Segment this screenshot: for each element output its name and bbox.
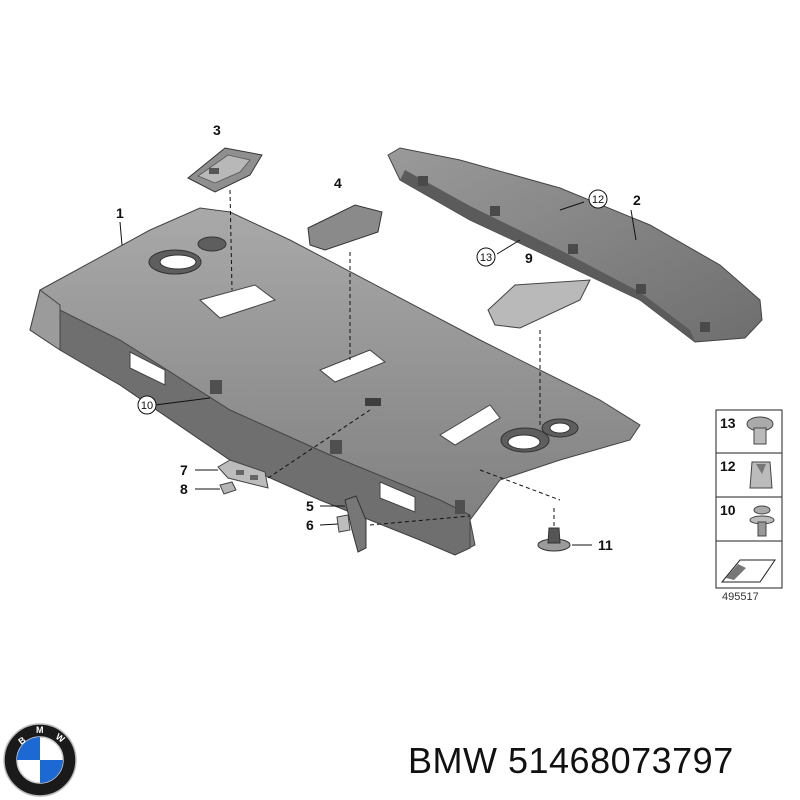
svg-text:B: B <box>16 734 27 746</box>
legend-item-13: 13 <box>720 415 736 431</box>
callout-9: 9 <box>525 250 533 266</box>
clip-13-icon <box>746 416 774 445</box>
push-nut-part-11 <box>537 527 571 552</box>
legend-item-12: 12 <box>720 458 736 474</box>
reference-arrow-icon <box>720 559 776 583</box>
fastener-legend: 13 12 10 495517 <box>715 409 783 603</box>
clip-10-icon <box>749 505 775 537</box>
callout-3: 3 <box>213 122 221 138</box>
callout-10: 10 <box>141 400 153 412</box>
callout-6: 6 <box>306 517 314 533</box>
callout-11: 11 <box>598 537 613 553</box>
bmw-logo: B M W <box>3 723 77 797</box>
callout-4: 4 <box>334 175 342 191</box>
callout-5: 5 <box>306 498 314 514</box>
diagram-id: 495517 <box>722 591 759 603</box>
callout-7: 7 <box>180 462 188 478</box>
leader-lines <box>119 189 637 546</box>
clip-12-icon <box>749 461 773 489</box>
bracket-part-6 <box>336 514 351 533</box>
cover-plate-part-9 <box>487 279 591 329</box>
parcel-shelf-part <box>29 207 641 556</box>
callout-8: 8 <box>180 481 188 497</box>
clip-part-8 <box>219 481 237 495</box>
callout-13: 13 <box>480 252 492 264</box>
rail-trim-part <box>387 147 763 343</box>
bracket-part-5 <box>344 495 367 553</box>
legend-item-10: 10 <box>720 502 736 518</box>
callout-12: 12 <box>592 194 604 206</box>
callout-1: 1 <box>116 205 124 221</box>
cover-part-4 <box>307 204 383 251</box>
svg-text:M: M <box>36 725 44 735</box>
part-number-caption: BMW 51468073797 <box>408 740 734 781</box>
callout-2: 2 <box>633 192 641 208</box>
cover-part-3 <box>187 147 263 193</box>
bracket-part-7 <box>217 459 269 489</box>
